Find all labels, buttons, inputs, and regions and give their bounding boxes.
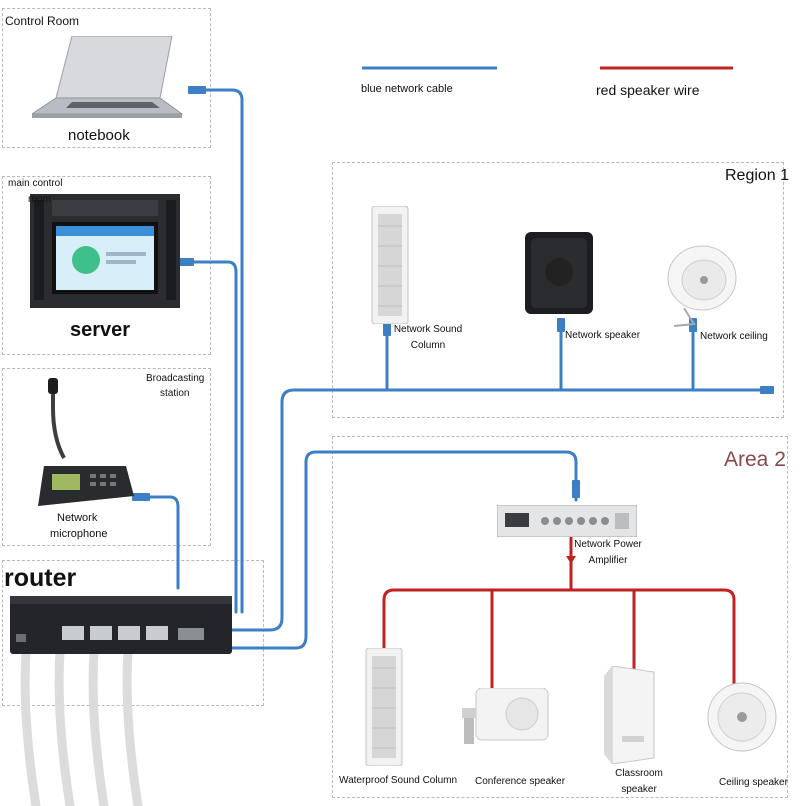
router-label: router [4,564,77,592]
wire-speaker-bus [382,588,736,690]
ceiling-speaker-image [707,682,777,752]
network-sound-column-image [371,206,409,324]
router-box [2,560,264,706]
cable-mic-router [148,495,180,590]
server-label: server [70,319,131,341]
main-control-room-title-1: main control [8,178,63,189]
cable-server-router [190,260,238,614]
server-image [30,194,180,308]
notebook-label: notebook [68,127,130,144]
area2-device-3-line2: speaker [621,784,657,795]
region1-device-2-line1: Network speaker [565,330,641,341]
network-power-amplifier-image [497,505,637,537]
microphone-image [38,378,134,506]
network-ceiling-image [667,245,737,327]
legend-red-label: red speaker wire [596,82,700,98]
area2-device-3-line1: Classroom [615,768,663,779]
area2-device-4-label: Ceiling speaker [719,777,788,788]
conference-speaker-image [462,688,549,744]
region1-device-1-line2: Column [410,340,446,351]
broadcasting-title-2: station [160,388,190,399]
control-room-box [2,8,211,148]
area2-title: Area 2 [724,448,786,471]
microphone-label-1: Network [57,512,98,524]
cable-router-amplifier [230,450,578,650]
broadcasting-title-1: Broadcasting [146,373,205,384]
broadcasting-box [2,368,211,546]
waterproof-sound-column-image [365,648,403,766]
area2-box [332,436,788,798]
cable-notebook-router [203,88,244,614]
area2-device-1-label: Waterproof Sound Column [339,775,458,786]
network-speaker-image [525,232,593,314]
region1-device-1-line1: Network Sound [393,324,463,335]
region1-device-3-line1: Network ceiling [700,331,768,342]
main-control-room-box [2,176,211,355]
microphone-label-2: microphone [50,528,108,540]
amplifier-label-1: Network Power [574,539,642,550]
router-image [10,596,232,806]
legend-blue-label: blue network cable [361,83,453,95]
control-room-title: Control Room [5,14,80,28]
main-control-room-title-2: room [28,194,51,205]
region1-title: Region 1 [725,167,790,184]
classroom-speaker-image [604,666,655,764]
cable-router-region1 [230,388,768,632]
amplifier-label-2: Amplifier [588,555,628,566]
notebook-image [32,36,184,118]
area2-device-2-label: Conference speaker [475,776,566,787]
region1-box [332,162,784,418]
